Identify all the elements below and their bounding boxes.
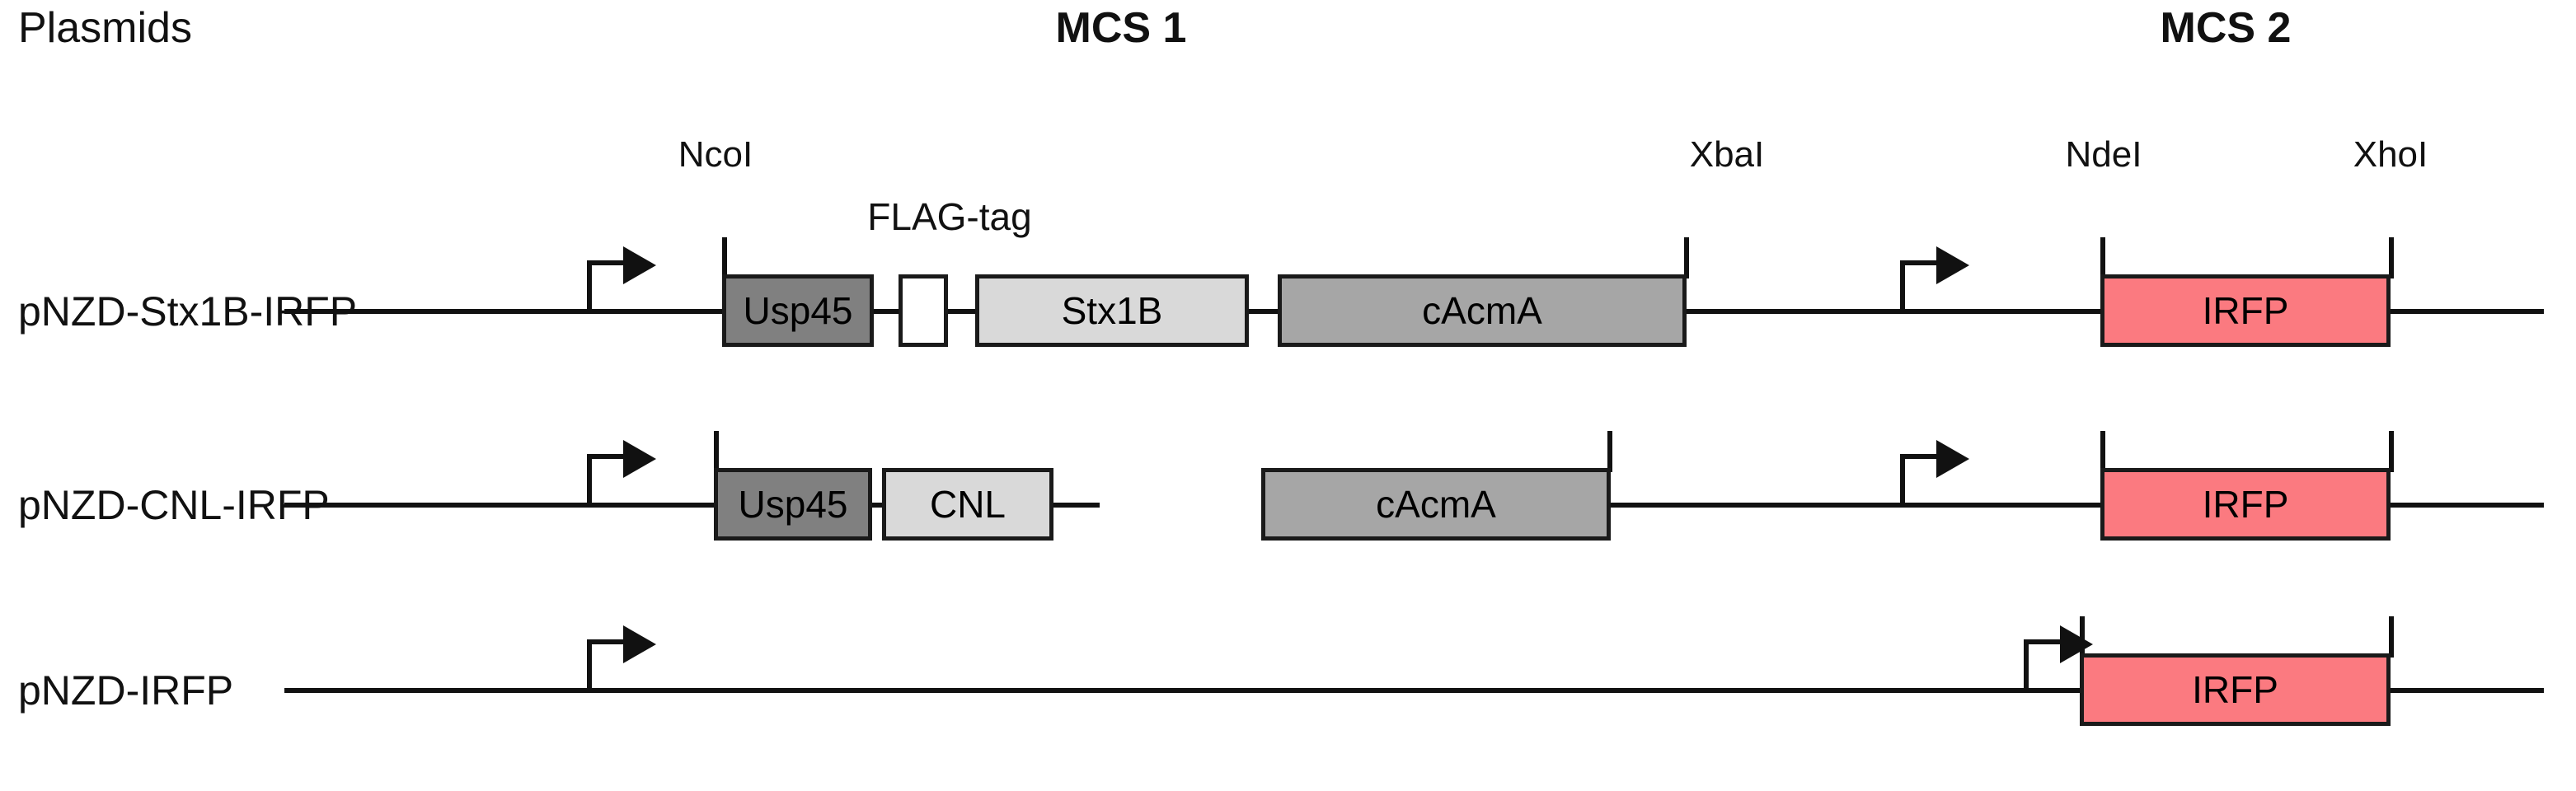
backbone-linker-usp45-flag <box>870 309 903 314</box>
backbone-linker-cnl-cacma <box>1050 503 1100 508</box>
promoter-arrowhead <box>623 625 656 663</box>
promoter-arm <box>1900 454 1940 459</box>
gene-label-irfp: IRFP <box>2202 289 2289 332</box>
restriction-site-label-xhoi: XhoI <box>2353 134 2428 175</box>
gene-box-usp45: Usp45 <box>714 468 872 541</box>
restriction-site-label-xbai: XbaI <box>1689 134 1765 175</box>
promoter-arm <box>587 260 626 265</box>
promoter-arm <box>1900 260 1940 265</box>
restriction-tick-ncoi <box>722 237 727 278</box>
backbone-linker-flag-stx1b <box>946 309 979 314</box>
promoter-arrow-mcs2 <box>1900 246 1969 311</box>
gene-label-usp45: Usp45 <box>743 289 853 332</box>
promoter-arrow-mcs1 <box>587 625 656 690</box>
promoter-arrow-mcs1 <box>587 440 656 505</box>
promoter-arrowhead <box>623 246 656 284</box>
construct-label-pnzd-irfp: pNZD-IRFP <box>18 667 234 714</box>
promoter-stem <box>587 454 592 505</box>
promoter-arrowhead <box>1936 246 1969 284</box>
gene-label-cacma: cAcmA <box>1422 289 1542 332</box>
restriction-tick-ndei <box>2100 431 2105 472</box>
gene-label-usp45: Usp45 <box>738 483 848 526</box>
gene-box-cacma: cAcmA <box>1278 274 1687 347</box>
gene-box-usp45: Usp45 <box>722 274 874 347</box>
promoter-arm <box>587 639 626 644</box>
gene-label-stx1b: Stx1B <box>1061 289 1163 332</box>
restriction-site-label-ndei: NdeI <box>2065 134 2142 175</box>
gene-box-irfp: IRFP <box>2080 653 2391 726</box>
promoter-stem <box>2024 639 2029 690</box>
backbone-line-left <box>284 309 725 314</box>
restriction-tick-xbai <box>1684 237 1689 278</box>
promoter-arrow-mcs2 <box>2024 625 2093 690</box>
restriction-tick-xhoi <box>2389 237 2394 278</box>
gene-box-stx1b: Stx1B <box>975 274 1249 347</box>
restriction-tick-ndei <box>2100 237 2105 278</box>
backbone-line-right <box>2387 688 2544 693</box>
gene-box-irfp: IRFP <box>2100 468 2391 541</box>
gene-box-cnl: CNL <box>882 468 1053 541</box>
plasmids-column-header: Plasmids <box>18 4 192 52</box>
restriction-tick-ncoi <box>714 431 719 472</box>
promoter-stem <box>587 639 592 690</box>
gene-label-irfp: IRFP <box>2192 668 2278 711</box>
promoter-arrowhead <box>623 440 656 478</box>
promoter-arrow-mcs1 <box>587 246 656 311</box>
promoter-stem <box>587 260 592 311</box>
promoter-arrow-mcs2 <box>1900 440 1969 505</box>
gene-box-flag-tag <box>899 274 948 347</box>
mcs1-header: MCS 1 <box>1055 4 1187 52</box>
backbone-line-middle <box>1682 309 2104 314</box>
construct-label-pnzd-cnl-irfp: pNZD-CNL-IRFP <box>18 482 330 528</box>
gene-label-cacma: cAcmA <box>1376 483 1496 526</box>
promoter-arm <box>2024 639 2063 644</box>
promoter-stem <box>1900 260 1905 311</box>
promoter-stem <box>1900 454 1905 505</box>
backbone-line-middle <box>1607 503 2104 508</box>
backbone-line-left <box>284 688 2081 693</box>
restriction-tick-xhoi <box>2389 616 2394 658</box>
backbone-line-right <box>2387 503 2544 508</box>
promoter-arm <box>587 454 626 459</box>
promoter-arrowhead <box>1936 440 1969 478</box>
backbone-line-left <box>284 503 717 508</box>
gene-box-irfp: IRFP <box>2100 274 2391 347</box>
restriction-site-label-ncoi: NcoI <box>678 134 753 175</box>
restriction-tick-ndei <box>2080 616 2085 658</box>
restriction-tick-xbai <box>1607 431 1612 472</box>
gene-box-cacma: cAcmA <box>1261 468 1611 541</box>
mcs2-header: MCS 2 <box>2160 4 2292 52</box>
gene-label-irfp: IRFP <box>2202 483 2289 526</box>
restriction-tick-xhoi <box>2389 431 2394 472</box>
gene-label-cnl: CNL <box>929 483 1006 526</box>
backbone-line-right <box>2387 309 2544 314</box>
backbone-linker-stx1b-cacma <box>1245 309 1282 314</box>
flag-tag-label: FLAG-tag <box>867 195 1032 238</box>
backbone-linker-usp45-cnl <box>870 503 884 508</box>
